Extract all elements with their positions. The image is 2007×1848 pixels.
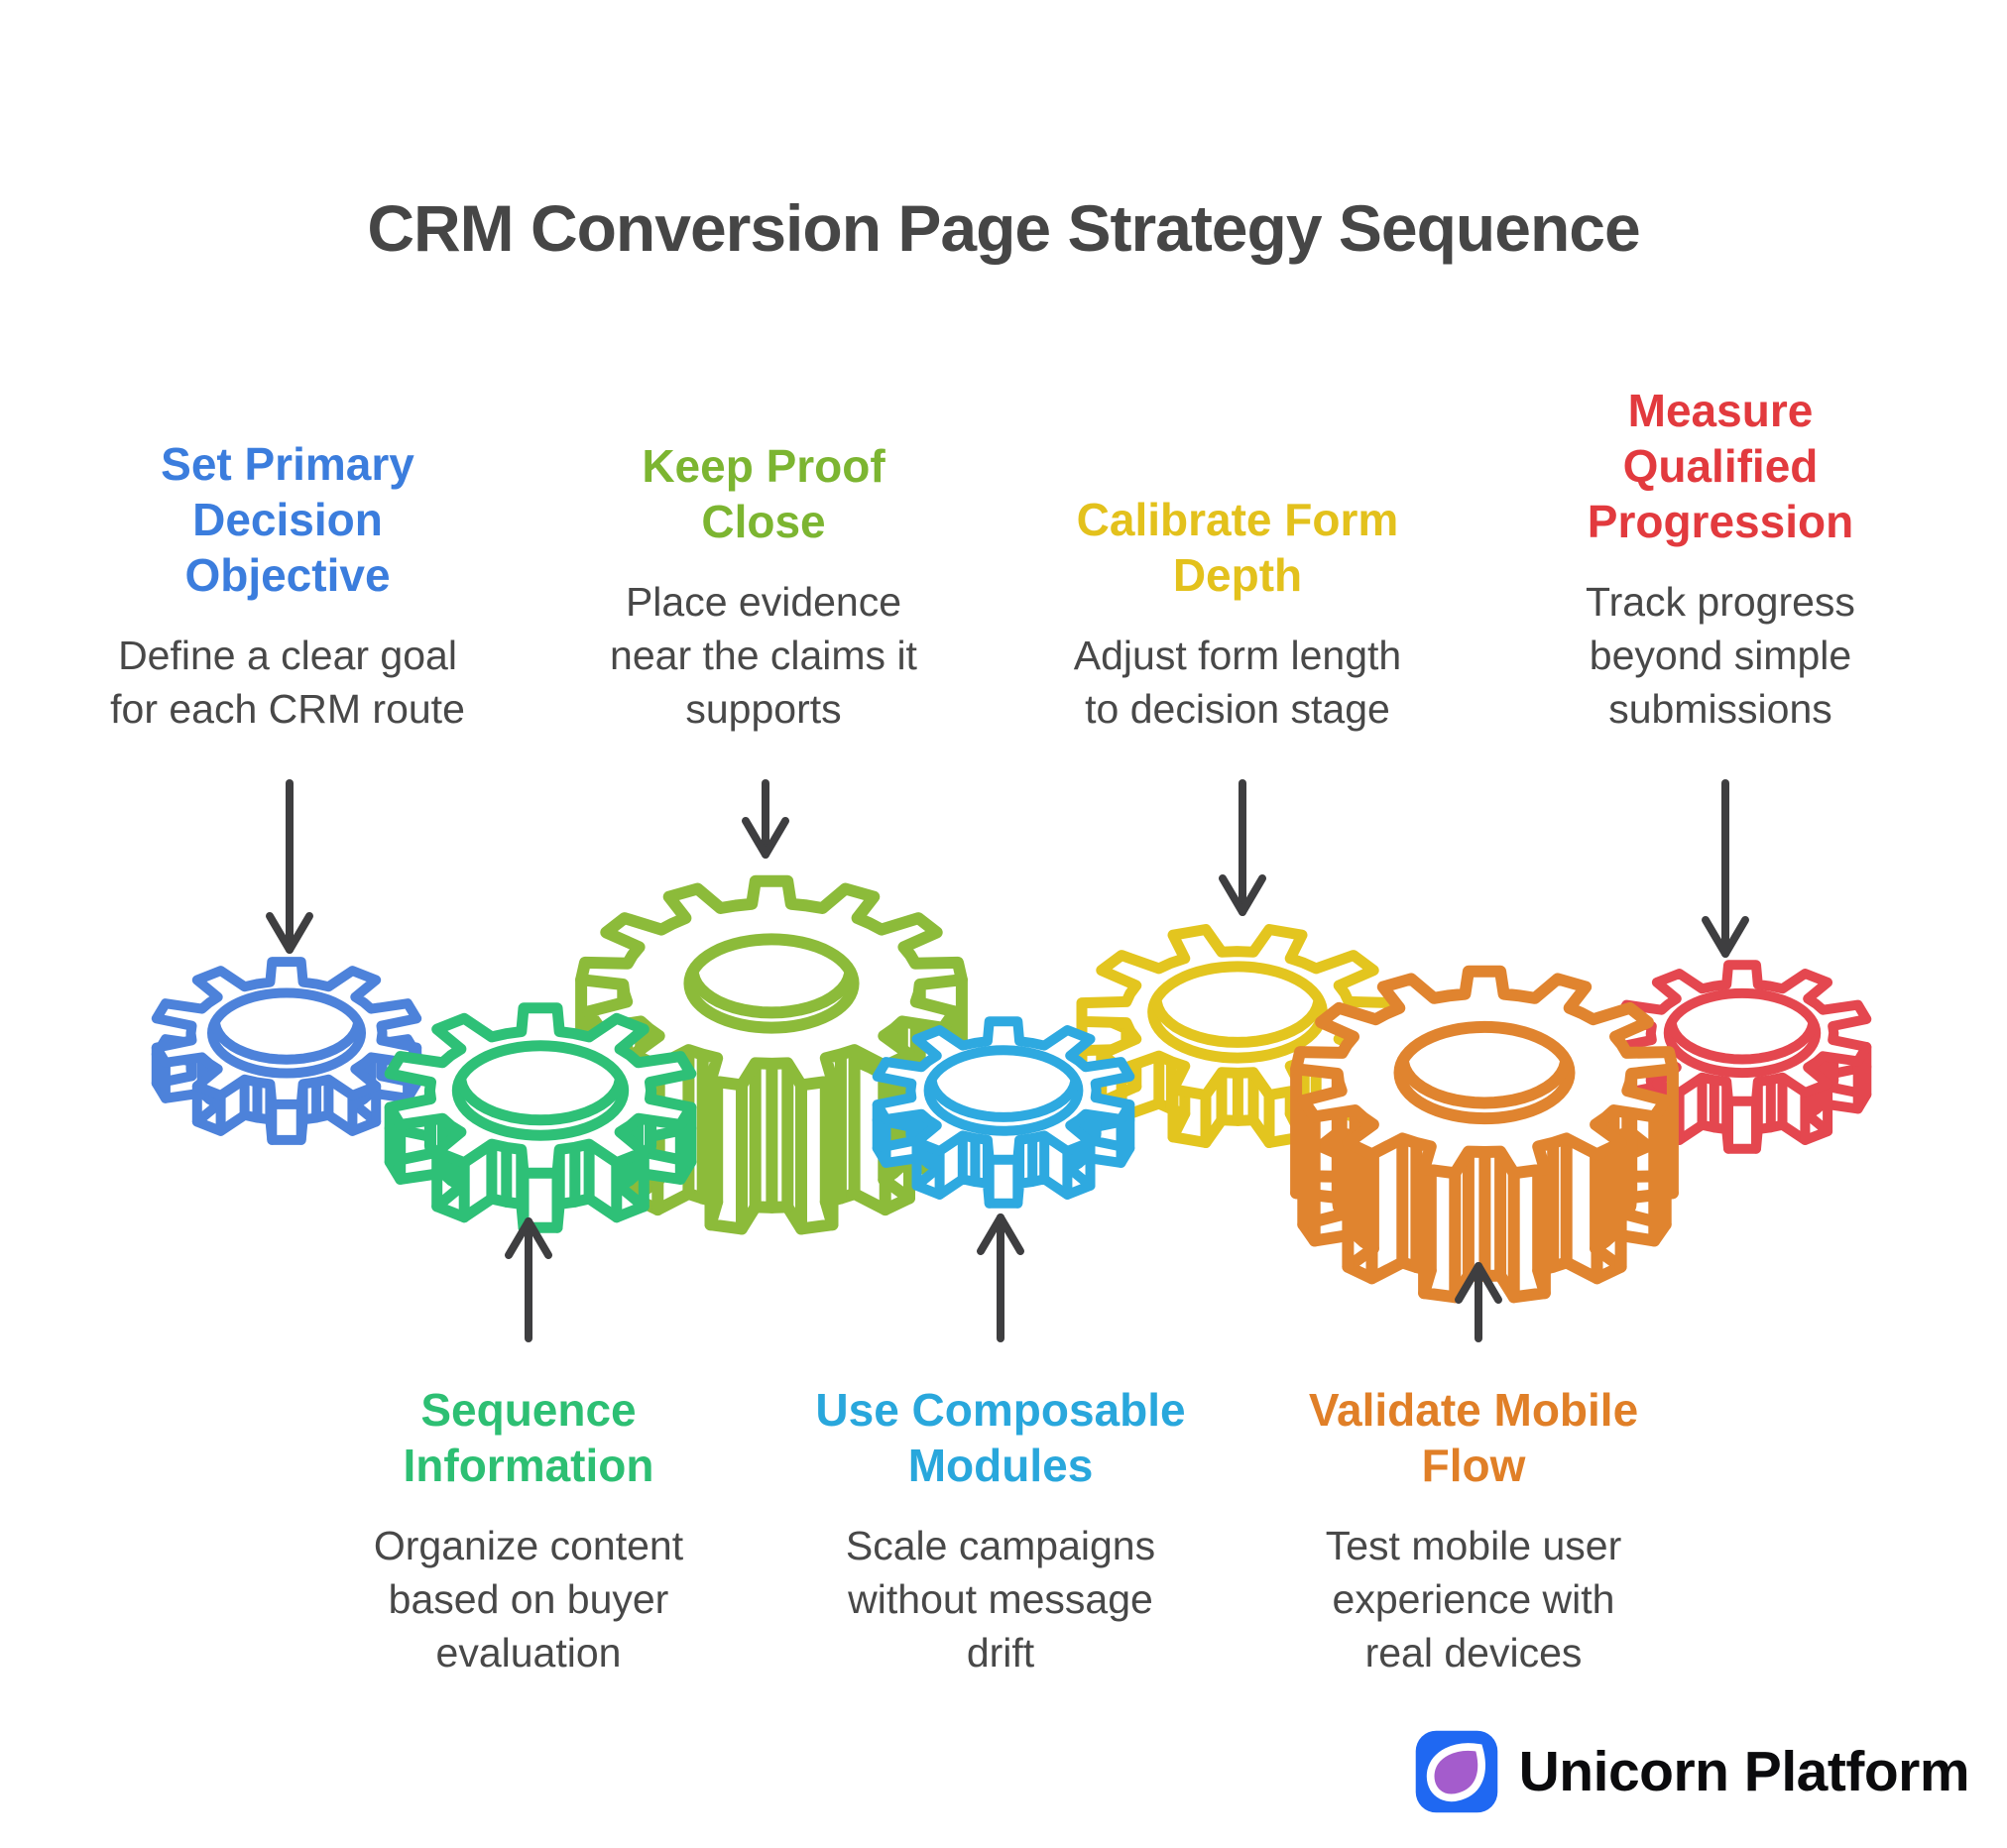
footer-brand[interactable]: Unicorn Platform [1414,1729,1970,1814]
step-validate-mobile-flow: Validate Mobile Flow Test mobile user ex… [1255,1382,1692,1679]
gear-sequence-information [384,1002,697,1233]
step-description: Adjust form length to decision stage [1073,633,1402,732]
arrow-down-3 [1219,779,1266,916]
step-label: Calibrate Form Depth [1076,494,1399,601]
step-description: Scale campaigns without message drift [845,1523,1156,1675]
step-description: Test mobile user experience with real de… [1325,1523,1622,1675]
step-sequence-information: Sequence Information Organize content ba… [310,1382,747,1679]
arrow-up-2 [977,1213,1024,1342]
step-label: Validate Mobile Flow [1308,1384,1639,1491]
step-label: Measure Qualified Progression [1587,385,1854,547]
step-description: Track progress beyond simple submissions [1586,579,1855,732]
gear-use-composable-modules [872,1016,1135,1209]
arrow-up-1 [505,1217,552,1342]
brand-name: Unicorn Platform [1518,1740,1970,1803]
step-keep-proof-close: Keep Proof Close Place evidence near the… [545,0,982,736]
gear-set-primary-decision-objective [151,957,422,1145]
step-label: Keep Proof Close [642,440,885,547]
unicorn-drop-icon [1415,1730,1497,1813]
step-label: Set Primary Decision Objective [161,438,414,601]
step-description: Define a clear goal for each CRM route [110,633,465,732]
step-use-composable-modules: Use Composable Modules Scale campaigns w… [782,1382,1219,1679]
arrow-up-3 [1455,1262,1502,1342]
arrow-down-2 [742,779,789,859]
step-description: Organize content based on buyer evaluati… [373,1523,684,1675]
gear-measure-qualified-progression [1612,960,1872,1154]
step-set-primary-decision-objective: Set Primary Decision Objective Define a … [69,0,506,736]
step-label: Use Composable Modules [815,1384,1186,1491]
step-calibrate-form-depth: Calibrate Form Depth Adjust form length … [1019,0,1456,736]
arrow-down-1 [266,779,313,954]
step-measure-qualified-progression: Measure Qualified Progression Track prog… [1502,0,1939,736]
page-title: CRM Conversion Page Strategy Sequence [367,191,1640,265]
arrow-down-4 [1702,779,1749,958]
gear-validate-mobile-flow [1290,965,1679,1304]
step-description: Place evidence near the claims it suppor… [610,579,917,732]
step-label: Sequence Information [403,1384,654,1491]
